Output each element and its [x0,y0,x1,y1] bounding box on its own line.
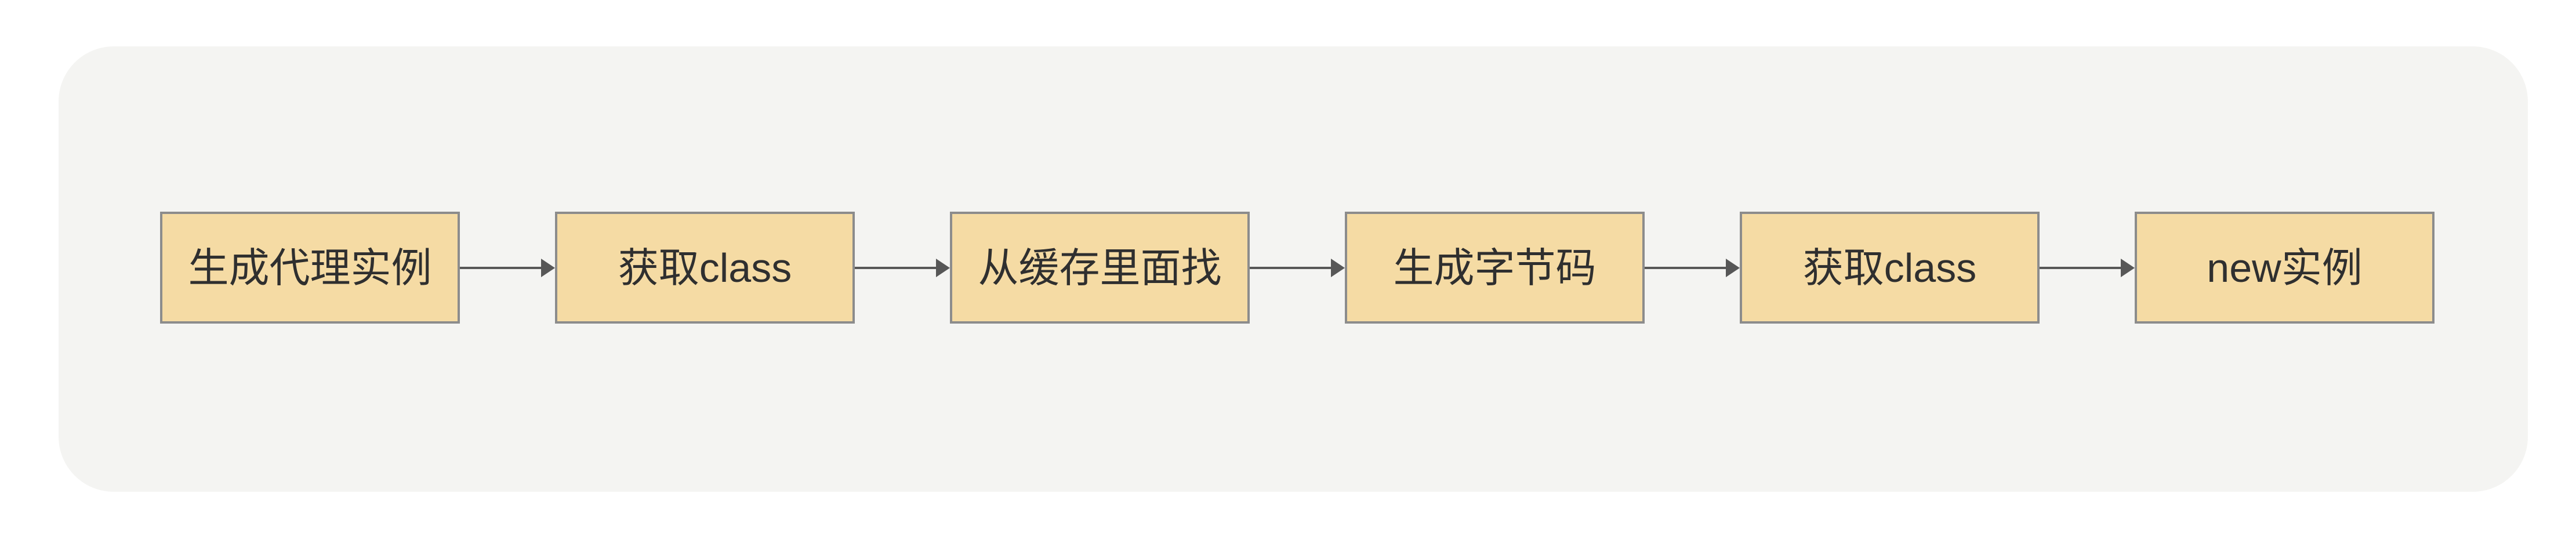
flow-node-new-instance: new实例 [2135,212,2434,324]
arrow-line [855,266,937,269]
flow-node-label: 获取class [1802,245,1977,291]
flow-node-label: 获取class [618,245,792,291]
flow-node-label: 生成代理实例 [188,245,432,291]
arrow-line [460,266,542,269]
flow-arrow [1645,258,1740,278]
arrow-line [1250,266,1332,269]
flow-node-generate-bytecode: 生成字节码 [1345,212,1645,324]
arrow-line [2040,266,2122,269]
flowchart: 生成代理实例 获取class 从缓存里面找 生成字节码 获取cl [160,212,2434,324]
arrow-head-icon [936,258,950,277]
flow-arrow [855,258,950,278]
arrow-head-icon [541,258,555,277]
flow-node-generate-proxy-instance: 生成代理实例 [160,212,460,324]
flow-node-get-class-2: 获取class [1740,212,2040,324]
arrow-head-icon [2121,258,2135,277]
flow-node-find-in-cache: 从缓存里面找 [950,212,1250,324]
flow-arrow [460,258,555,278]
flow-node-get-class-1: 获取class [555,212,855,324]
flow-node-label: 生成字节码 [1393,245,1597,291]
flow-arrow [2040,258,2135,278]
flow-node-label: 从缓存里面找 [978,245,1222,291]
arrow-head-icon [1331,258,1345,277]
arrow-head-icon [1726,258,1740,277]
flow-arrow [1250,258,1345,278]
flow-node-label: new实例 [2207,245,2363,291]
diagram-panel [59,46,2528,492]
arrow-line [1645,266,1727,269]
